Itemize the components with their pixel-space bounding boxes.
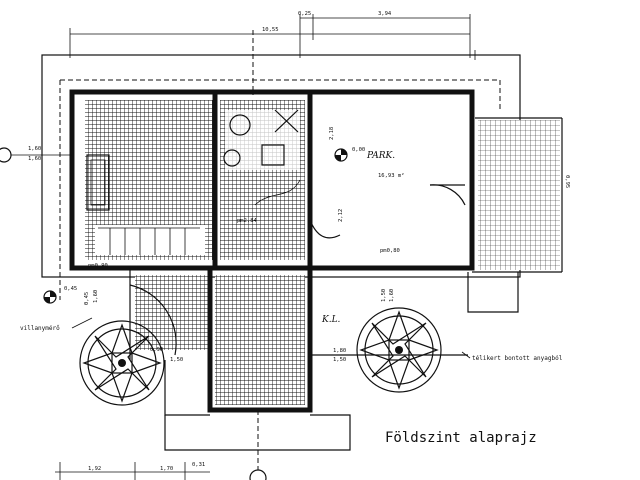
room-area: 16,93 m² xyxy=(378,172,405,179)
drawing-title: Földszint alaprajz xyxy=(385,430,537,446)
dim-top-small: 0,25 xyxy=(298,11,311,17)
tiled-terrace xyxy=(478,120,560,270)
dim-mid-right-b: 1,50 xyxy=(333,357,346,363)
walls xyxy=(69,89,475,413)
dim-mid-left-b: 1,50 xyxy=(170,357,183,363)
section-marker-bottom xyxy=(249,410,267,480)
handwritten-note: K.L. xyxy=(321,315,341,325)
stairs xyxy=(98,227,200,255)
dim-top-overall: 10,55 xyxy=(262,27,279,33)
dim-right-side: 0,95 xyxy=(564,175,570,188)
dim-col-b-right: 1,60 xyxy=(389,289,395,302)
level-pm-left: pm0,90 xyxy=(88,263,108,269)
dim-bottom-small: 0,31 xyxy=(192,462,205,468)
level-marker-left xyxy=(43,290,57,304)
room-name: PARK. xyxy=(366,151,395,161)
dim-col-a: 1,50 xyxy=(381,289,387,302)
bath-fixtures xyxy=(223,109,301,206)
dim-left-lower: 0,45 xyxy=(64,286,77,292)
level-marker-room xyxy=(334,148,348,162)
section-marker-left xyxy=(0,147,72,163)
garden-rosette-right xyxy=(356,307,442,393)
dim-room-height-lower: 2,12 xyxy=(338,209,344,222)
dim-mid-right-a: 1,80 xyxy=(333,348,346,354)
tiled-corridor xyxy=(215,275,305,405)
dim-small-v: 0,45 xyxy=(84,292,90,305)
level-room: 0,00 xyxy=(352,147,365,153)
dim-left-upper-a: 1,60 xyxy=(28,146,41,152)
conservatory-outline xyxy=(164,272,519,451)
bottom-dimension-lines xyxy=(55,462,210,480)
terrace xyxy=(472,117,563,273)
doors xyxy=(129,184,466,356)
garden-rosette-left xyxy=(79,320,165,406)
eaves-line xyxy=(60,79,501,112)
bathtub xyxy=(86,154,110,211)
stair-area xyxy=(95,225,205,255)
meter-label: villanymérő xyxy=(20,325,60,332)
dim-top-right: 3,94 xyxy=(378,11,392,17)
level-pm-right: pm0,80 xyxy=(380,248,400,254)
dim-room-height: 2,18 xyxy=(329,127,335,140)
top-dimension-lines xyxy=(69,14,476,95)
dim-bottom-mid: 1,70 xyxy=(160,466,173,472)
dim-bottom-left: 1,92 xyxy=(88,466,101,472)
level-pm-mid: pm2,84 xyxy=(237,218,258,224)
dim-mid-left-a: 0,90 xyxy=(150,347,163,353)
garden-note-label: télikert bontott anyagból xyxy=(472,355,563,362)
dim-left-upper-b: 1,60 xyxy=(28,156,41,162)
dim-col-b: 1,60 xyxy=(93,290,99,303)
